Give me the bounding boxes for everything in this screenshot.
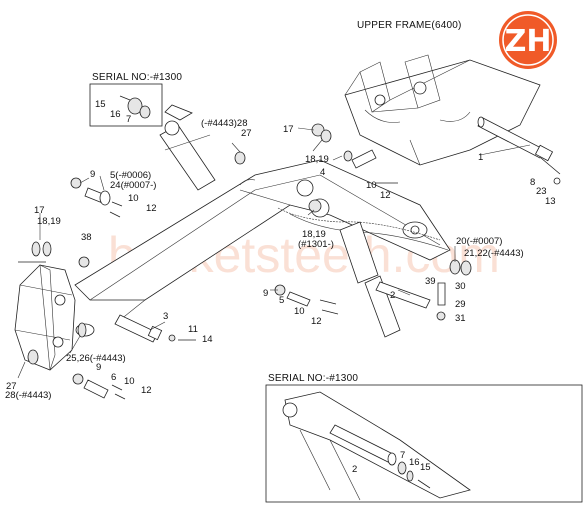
- callout-17: 17: [283, 124, 294, 135]
- callout-14: 14: [202, 334, 213, 345]
- callout-23: 23: [536, 186, 547, 197]
- callout-30: 30: [455, 281, 466, 292]
- callout-12-bottom: 12: [141, 385, 152, 396]
- callout-12-left: 12: [146, 203, 157, 214]
- serial-box-top: [89, 83, 163, 127]
- callout-7-inset: 7: [400, 450, 405, 461]
- boom-foot-pin-3: [114, 314, 163, 343]
- callout-12-top: 12: [380, 190, 391, 201]
- upper-frame-label: UPPER FRAME(6400): [357, 20, 462, 31]
- callout-21-22-4443: 21,22(-#4443): [464, 248, 524, 259]
- callout-20-0007: 20(-#0007): [456, 236, 502, 247]
- callout-27: 27: [241, 128, 252, 139]
- callout-17-left: 17: [34, 205, 45, 216]
- callout-31: 31: [455, 313, 466, 324]
- callout-24-0007: 24(#0007-): [110, 180, 156, 191]
- callout-2: 2: [390, 290, 395, 301]
- logo-letters: ZH: [505, 24, 552, 59]
- boom-cylinder: [159, 104, 216, 191]
- callout-13: 13: [545, 196, 556, 207]
- callout-5-mid: 5: [279, 295, 284, 306]
- callout-11: 11: [188, 324, 198, 335]
- callout-2-inset: 2: [352, 464, 357, 475]
- callout-4: 4: [320, 167, 325, 178]
- callout-10-top: 10: [366, 180, 377, 191]
- frame-pin-1: [477, 116, 561, 185]
- callout-15-inset: 15: [420, 462, 431, 473]
- callout-8: 8: [530, 177, 535, 188]
- callout-9-left: 9: [90, 169, 95, 180]
- zh-logo: ZH: [499, 11, 557, 69]
- callout-25-26-4443: 25,26(-#4443): [66, 353, 126, 364]
- callout-10-bottom: 10: [124, 376, 135, 387]
- callout-28-4443: (-#4443)28: [201, 118, 247, 129]
- callout-9-bottom: 9: [96, 362, 101, 373]
- callout-9-mid: 9: [263, 288, 268, 299]
- callout-15: 15: [95, 99, 106, 110]
- callout-38: 38: [81, 232, 92, 243]
- serial-box-bottom: [265, 384, 583, 503]
- leader-lines: [17, 127, 531, 379]
- callout-5-0006: 5(-#0006): [110, 170, 151, 181]
- callout-3: 3: [163, 311, 168, 322]
- callout-6: 6: [111, 372, 116, 383]
- callout-27-left: 27: [6, 381, 17, 392]
- callout-18-19: 18,19: [305, 154, 329, 165]
- callout-1: 1: [478, 152, 483, 163]
- callout-29: 29: [455, 299, 466, 310]
- callout-1301: (#1301-): [298, 239, 334, 250]
- serial-label-bottom: SERIAL NO:-#1300: [268, 373, 358, 384]
- hardware-parts: [27, 95, 472, 400]
- callout-18-19-mid: 18,19: [302, 229, 326, 240]
- callout-16-inset: 16: [409, 457, 420, 468]
- upper-frame: [344, 54, 541, 166]
- callout-labels: 15 16 7 (-#4443)28 27 17 18,19 4 1 8 23 …: [5, 99, 556, 475]
- callout-28-4443-left: 28(-#4443): [5, 390, 51, 401]
- callout-12-mid: 12: [311, 316, 322, 327]
- boom-pin-2: [375, 281, 431, 309]
- callout-39: 39: [425, 276, 436, 287]
- callout-10-left: 10: [128, 193, 139, 204]
- serial-label-top: SERIAL NO:-#1300: [92, 72, 182, 83]
- callout-7: 7: [126, 114, 131, 125]
- right-cylinder: [339, 221, 401, 338]
- callout-10-mid: 10: [294, 306, 305, 317]
- callout-16: 16: [110, 109, 121, 120]
- callout-18-19-left: 18,19: [37, 216, 61, 227]
